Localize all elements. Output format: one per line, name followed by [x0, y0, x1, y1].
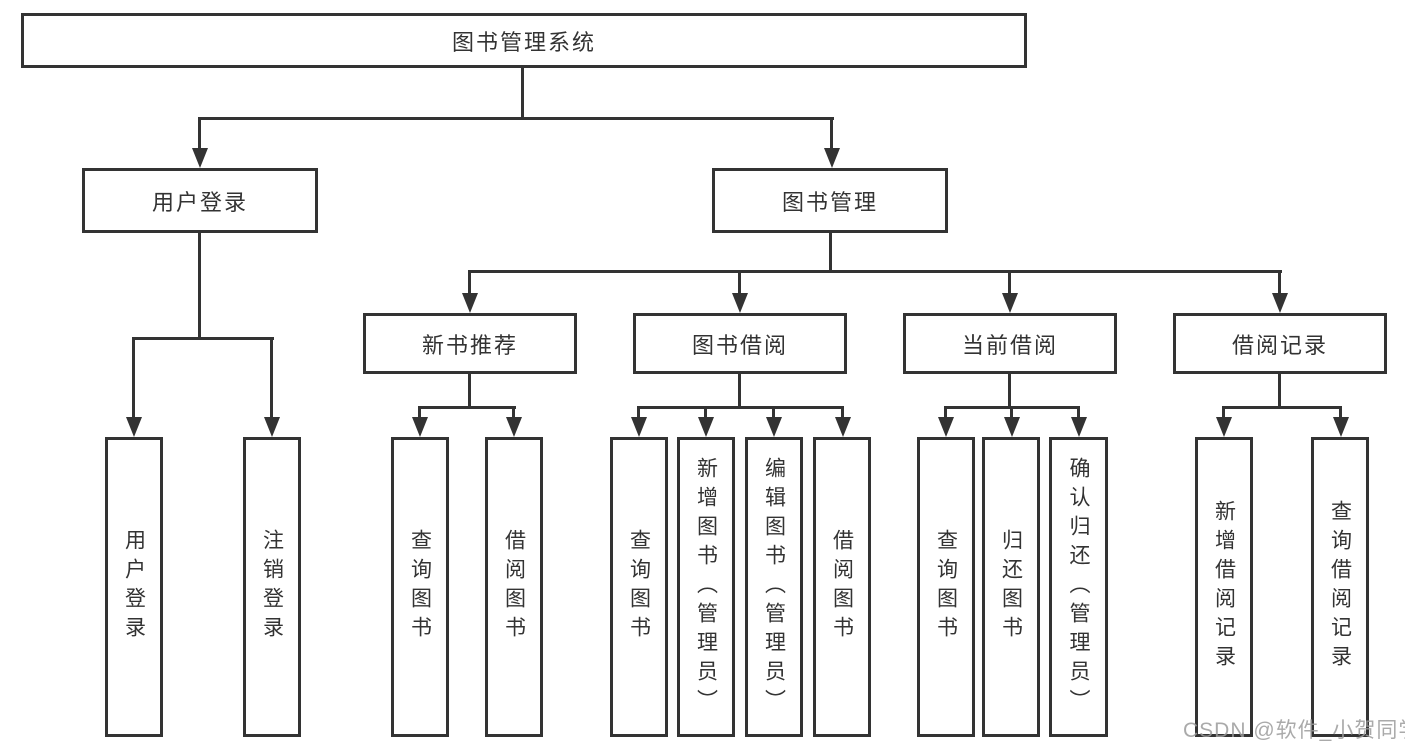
arrowhead-down-icon	[1002, 293, 1018, 313]
arrowhead-down-icon	[698, 417, 714, 437]
node-leaf-return-books: 归还图书	[982, 437, 1040, 737]
arrowhead-down-icon	[506, 417, 522, 437]
connector-line	[704, 406, 707, 420]
node-new-book-recommend: 新书推荐	[363, 313, 577, 374]
connector-line	[944, 406, 947, 420]
node-leaf-confirm-return-admin: 确认归还（管理员）	[1049, 437, 1108, 737]
connector-line	[1278, 270, 1281, 295]
node-leaf-user-login: 用户登录	[105, 437, 163, 737]
arrowhead-down-icon	[766, 417, 782, 437]
node-book-management: 图书管理	[712, 168, 948, 233]
node-leaf-query-books-3: 查询图书	[917, 437, 975, 737]
connector-line	[738, 270, 741, 295]
connector-line	[418, 406, 421, 420]
node-leaf-query-books-2: 查询图书	[610, 437, 668, 737]
connector-line	[830, 117, 833, 150]
arrowhead-down-icon	[1272, 293, 1288, 313]
connector-line	[1008, 374, 1011, 409]
node-leaf-add-borrow-record: 新增借阅记录	[1195, 437, 1253, 737]
arrowhead-down-icon	[938, 417, 954, 437]
arrowhead-down-icon	[732, 293, 748, 313]
arrowhead-down-icon	[835, 417, 851, 437]
arrowhead-down-icon	[264, 417, 280, 437]
connector-line	[772, 406, 775, 420]
node-book-borrowing: 图书借阅	[633, 313, 847, 374]
arrowhead-down-icon	[631, 417, 647, 437]
connector-line	[841, 406, 844, 420]
arrowhead-down-icon	[1004, 417, 1020, 437]
connector-line	[1278, 374, 1281, 409]
node-user-login: 用户登录	[82, 168, 318, 233]
connector-line	[512, 406, 515, 420]
connector-line	[637, 406, 640, 420]
node-leaf-query-books-1: 查询图书	[391, 437, 449, 737]
connector-line	[1339, 406, 1342, 420]
arrowhead-down-icon	[412, 417, 428, 437]
arrowhead-down-icon	[126, 417, 142, 437]
connector-line	[1008, 270, 1011, 295]
node-leaf-logout: 注销登录	[243, 437, 301, 737]
connector-line	[132, 337, 135, 419]
connector-line	[132, 337, 274, 340]
arrowhead-down-icon	[824, 148, 840, 168]
node-borrowing-records: 借阅记录	[1173, 313, 1387, 374]
node-leaf-borrow-books-2: 借阅图书	[813, 437, 871, 737]
connector-line	[829, 233, 832, 273]
connector-line	[468, 270, 471, 295]
connector-line	[1222, 406, 1225, 420]
connector-line	[738, 374, 741, 409]
connector-line	[1010, 406, 1013, 420]
node-leaf-borrow-books-1: 借阅图书	[485, 437, 543, 737]
connector-line	[468, 270, 1282, 273]
connector-line	[521, 68, 524, 120]
connector-line	[198, 117, 201, 150]
arrowhead-down-icon	[192, 148, 208, 168]
arrowhead-down-icon	[1216, 417, 1232, 437]
connector-line	[1222, 406, 1342, 409]
connector-line	[637, 406, 844, 409]
arrowhead-down-icon	[462, 293, 478, 313]
connector-line	[198, 233, 201, 340]
node-leaf-add-books-admin: 新增图书（管理员）	[677, 437, 735, 737]
connector-line	[198, 117, 834, 120]
watermark: CSDN @软件_小贺同学	[1183, 719, 1405, 742]
node-leaf-edit-books-admin: 编辑图书（管理员）	[745, 437, 803, 737]
arrowhead-down-icon	[1333, 417, 1349, 437]
connector-line	[1077, 406, 1080, 420]
connector-line	[468, 374, 471, 409]
node-library-system: 图书管理系统	[21, 13, 1027, 68]
connector-line	[270, 337, 273, 419]
arrowhead-down-icon	[1071, 417, 1087, 437]
node-leaf-query-borrow-record: 查询借阅记录	[1311, 437, 1369, 737]
node-current-borrowing: 当前借阅	[903, 313, 1117, 374]
connector-line	[418, 406, 516, 409]
